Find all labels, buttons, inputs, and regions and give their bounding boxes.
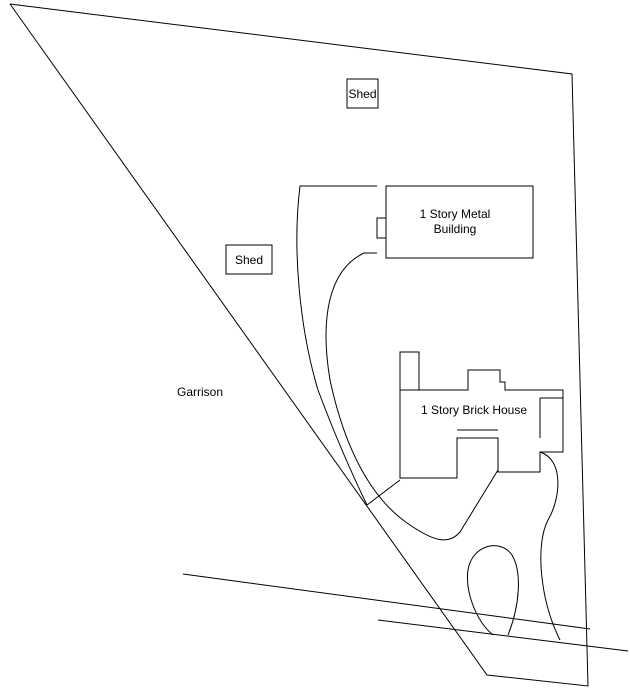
- shed-top: [346, 78, 379, 109]
- property-boundary: [9, 3, 589, 687]
- driveway-end-line: [366, 479, 401, 506]
- metal-building-label-line1: 1 Story Metal: [420, 207, 491, 221]
- metal-building-label-line2: Building: [434, 222, 477, 236]
- driveway-inner: [325, 252, 499, 541]
- garrison-label: Garrison: [177, 385, 223, 399]
- shed-left-label: Shed: [235, 253, 263, 267]
- metal-building: [385, 185, 534, 259]
- driveway-right: [539, 451, 561, 641]
- driveway-oval: [466, 545, 519, 636]
- shed-top-label: Shed: [348, 87, 376, 101]
- road-line-lower: [377, 619, 629, 652]
- driveway-outer: [296, 185, 377, 506]
- connector-block: [376, 217, 387, 239]
- road-line-upper: [182, 573, 591, 630]
- brick-house-chimney: [399, 351, 420, 391]
- brick-house: [399, 369, 564, 479]
- brick-house-label: 1 Story Brick House: [421, 403, 527, 417]
- shed-left: [225, 244, 273, 275]
